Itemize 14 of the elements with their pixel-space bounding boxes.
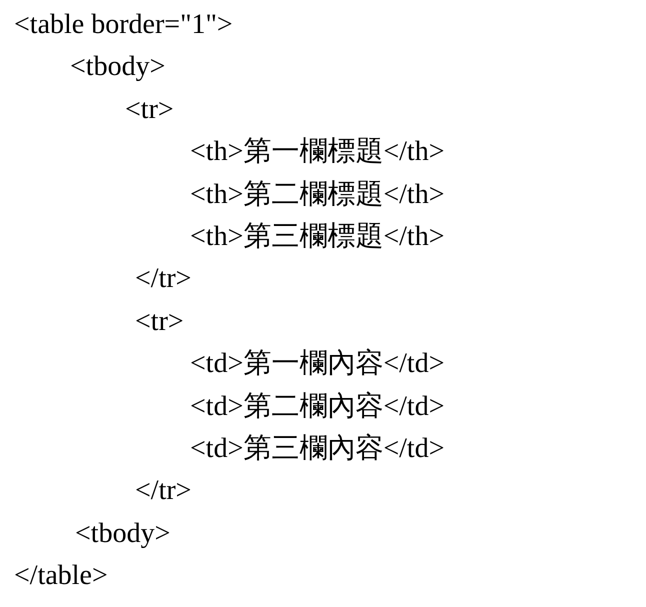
code-line: <tbody> — [70, 50, 166, 84]
code-line: </tr> — [135, 474, 192, 508]
code-line: <td>第一欄內容</td> — [190, 347, 445, 382]
code-line: <tr> — [135, 304, 184, 339]
code-line: <th>第三欄標題</th> — [190, 220, 445, 254]
code-line: <th>第一欄標題</th> — [190, 135, 445, 170]
code-line: <tbody> — [75, 516, 170, 551]
code-line: <th>第二欄標題</th> — [190, 178, 445, 212]
code-line: <tr> — [125, 92, 174, 127]
code-line: <td>第二欄內容</td> — [190, 390, 445, 424]
code-line: <td>第三欄內容</td> — [190, 432, 445, 466]
code-line: </table> — [14, 559, 108, 594]
code-line: </tr> — [135, 262, 192, 296]
code-line: <table border="1"> — [14, 8, 233, 42]
